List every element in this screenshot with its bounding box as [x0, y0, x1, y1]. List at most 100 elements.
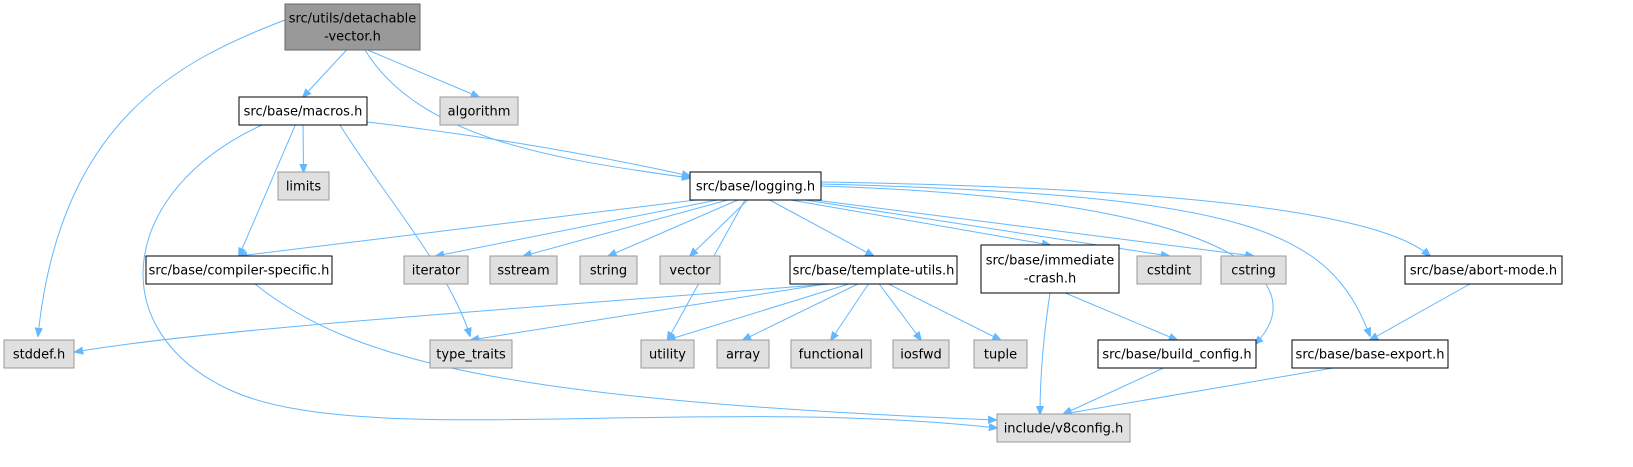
node-label: src/base/macros.h: [244, 105, 363, 120]
node-macros[interactable]: src/base/macros.h: [238, 96, 368, 126]
edge-logging-to-vector: [690, 199, 748, 256]
edge-build_config-to-v8config: [1064, 367, 1164, 414]
node-box: [689, 171, 822, 201]
node-utility: utility: [640, 339, 695, 369]
node-box: [1220, 255, 1287, 285]
node-logging[interactable]: src/base/logging.h: [689, 171, 822, 201]
node-label: tuple: [984, 348, 1017, 363]
edge-base_export-to-v8config: [1064, 367, 1334, 414]
node-label: src/base/build_config.h: [1102, 348, 1251, 363]
edge-logging-to-sstream: [524, 199, 728, 256]
node-box: [659, 255, 721, 285]
node-base-export[interactable]: src/base/base-export.h: [1291, 339, 1449, 369]
node-stddef: stddef.h: [3, 339, 75, 369]
edge-abort-to-base_export: [1370, 283, 1471, 340]
node-box: [892, 339, 950, 369]
node-label: src/base/base-export.h: [1296, 348, 1445, 363]
edge-macros-to-compiler: [239, 124, 296, 256]
node-string: string: [579, 255, 638, 285]
node-box: [996, 413, 1131, 443]
node-limits: limits: [277, 171, 330, 201]
node-type-traits: type_traits: [429, 339, 513, 369]
edge-template-to-stddef: [75, 283, 831, 352]
edge-macros-to-logging: [366, 121, 690, 176]
node-label: functional: [799, 348, 864, 363]
node-algorithm: algorithm: [439, 96, 519, 126]
node-label: utility: [649, 348, 686, 363]
edge-template-to-utility: [668, 283, 849, 340]
nodes-layer: src/utils/detachable -vector.h src/base/ma…: [3, 3, 1563, 443]
edge-template-to-tuple: [888, 283, 1001, 340]
node-label: iosfwd: [900, 348, 942, 363]
node-box: [716, 339, 770, 369]
node-box: [277, 171, 330, 201]
node-box: [980, 244, 1120, 294]
node-array: array: [716, 339, 770, 369]
node-label: iterator: [412, 264, 461, 279]
edge-logging-to-build_config: [820, 185, 1274, 344]
edge-immediate-to-v8config: [1040, 292, 1051, 414]
node-label: type_traits: [436, 348, 506, 363]
node-box: [789, 255, 958, 285]
edge-logging-to-iterator: [436, 199, 718, 256]
node-vector: vector: [659, 255, 721, 285]
edge-logging-to-compiler: [239, 199, 697, 256]
node-box: [403, 255, 469, 285]
edge-immediate-to-build_config: [1065, 292, 1177, 340]
edge-logging-to-cstring: [814, 199, 1254, 256]
edge-root-to-logging: [364, 49, 690, 178]
node-label: cstdint: [1147, 264, 1191, 279]
node-template[interactable]: src/base/template-utils.h: [789, 255, 958, 285]
node-box: [284, 3, 421, 51]
node-sstream: sstream: [489, 255, 558, 285]
node-box: [1291, 339, 1449, 369]
node-compiler[interactable]: src/base/compiler-specific.h: [145, 255, 333, 285]
node-box: [579, 255, 638, 285]
edge-root-to-macros: [303, 49, 347, 97]
node-label: include/v8config.h: [1004, 422, 1124, 437]
node-v8config: include/v8config.h: [996, 413, 1131, 443]
edge-template-to-iosfwd: [878, 283, 921, 340]
node-label: -crash.h: [1024, 272, 1077, 287]
node-box: [1097, 339, 1257, 369]
node-immediate[interactable]: src/base/immediate -crash.h: [980, 244, 1120, 294]
edge-logging-to-base_export: [820, 183, 1370, 336]
node-iosfwd: iosfwd: [892, 339, 950, 369]
edge-logging-to-string: [609, 199, 739, 256]
node-functional: functional: [790, 339, 872, 369]
edge-template-to-type_traits: [471, 283, 826, 340]
node-cstring: cstring: [1220, 255, 1287, 285]
node-label: -vector.h: [324, 30, 381, 45]
node-label: sstream: [497, 264, 549, 279]
node-label: src/base/template-utils.h: [793, 264, 955, 279]
node-label: src/utils/detachable: [289, 12, 417, 27]
node-iterator: iterator: [403, 255, 469, 285]
node-box: [640, 339, 695, 369]
node-box: [1136, 255, 1202, 285]
node-abort[interactable]: src/base/abort-mode.h: [1404, 255, 1563, 285]
node-tuple: tuple: [973, 339, 1028, 369]
node-label: src/base/compiler-specific.h: [149, 264, 330, 279]
node-label: src/base/abort-mode.h: [1410, 264, 1557, 279]
edges-layer: [38, 19, 1471, 428]
node-label: cstring: [1231, 264, 1275, 279]
node-label: src/base/logging.h: [696, 180, 815, 195]
edge-logging-to-abort: [820, 181, 1430, 256]
node-box: [145, 255, 333, 285]
node-box: [973, 339, 1028, 369]
edge-logging-to-immediate: [790, 199, 1050, 245]
node-box: [429, 339, 513, 369]
edge-root-to-algorithm: [367, 49, 479, 97]
node-label: src/base/immediate: [986, 254, 1115, 269]
node-root[interactable]: src/utils/detachable -vector.h: [284, 3, 421, 51]
node-label: stddef.h: [13, 348, 65, 363]
node-box: [439, 96, 519, 126]
node-label: algorithm: [448, 105, 511, 120]
edge-compiler-to-v8config: [254, 283, 996, 420]
node-build-config[interactable]: src/base/build_config.h: [1097, 339, 1257, 369]
node-box: [790, 339, 872, 369]
node-cstdint: cstdint: [1136, 255, 1202, 285]
node-box: [489, 255, 558, 285]
node-label: vector: [669, 264, 711, 279]
